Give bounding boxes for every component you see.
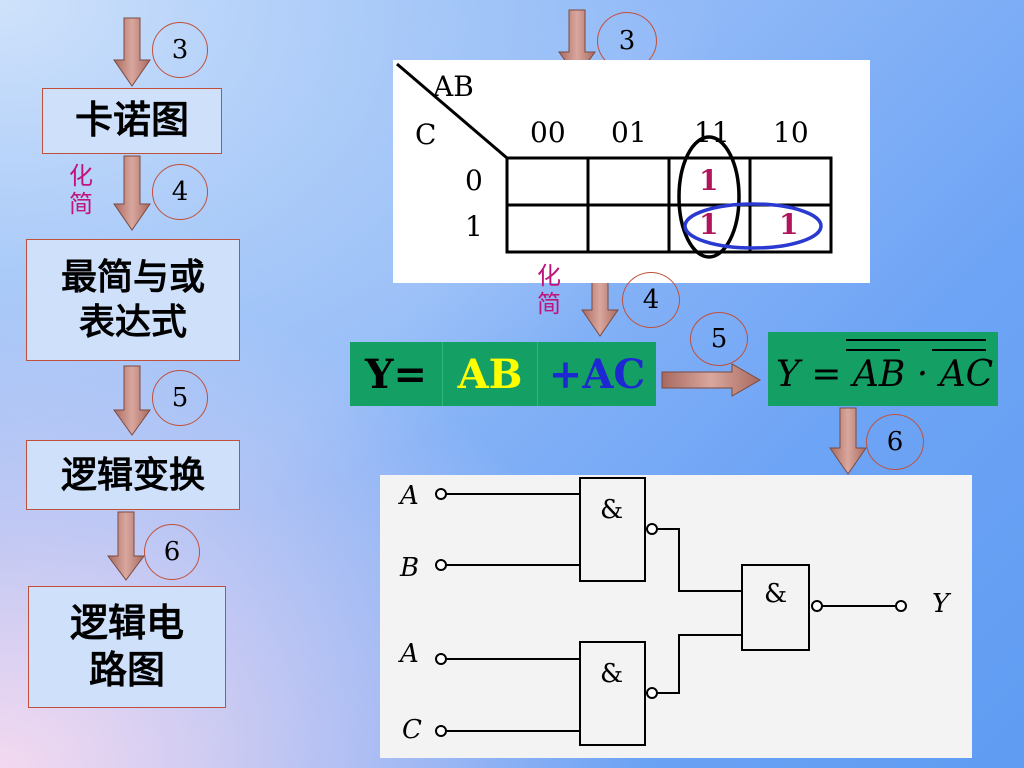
kmap-grid — [396, 62, 833, 259]
down-arrow-icon — [113, 365, 151, 436]
logic-transform-step-box: 逻辑变换 — [26, 440, 240, 510]
kmap-panel: AB C 00 01 11 10 0 1 1 1 1 — [393, 60, 870, 283]
nand-expression-text: Y = AB · AC — [776, 354, 994, 395]
input-label-a2: A — [400, 639, 419, 669]
step-number-4: 4 — [152, 164, 208, 220]
input-label-a: A — [400, 481, 419, 511]
circuit-wires — [435, 477, 907, 746]
step-number-5-transform: 5 — [690, 312, 748, 366]
down-arrow-icon — [107, 511, 145, 581]
expr-term-ab: AB — [443, 342, 538, 406]
down-arrow-icon — [113, 17, 151, 87]
kmap-row-header: 1 — [465, 210, 483, 243]
kmap-cell: 1 — [699, 164, 719, 197]
step-number-4-expr: 4 — [622, 272, 680, 328]
kmap-step-box: 卡诺图 — [42, 88, 222, 154]
kmap-var-c: C — [415, 118, 437, 151]
overbars — [846, 339, 986, 351]
output-label-y: Y — [932, 589, 950, 619]
group-ellipse-ac — [683, 202, 823, 250]
kmap-col-header: 00 — [530, 116, 566, 149]
kmap-var-ab: AB — [433, 70, 474, 103]
down-arrow-icon — [829, 407, 867, 475]
nand-gate-1-symbol: & — [600, 495, 624, 525]
kmap-cell: 1 — [779, 208, 799, 241]
nand-expression: Y = AB · AC — [768, 332, 998, 406]
nand-gate-2-symbol: & — [600, 659, 624, 689]
simplify-label-middle: 化 简 — [537, 262, 561, 318]
expr-term-ac: +AC — [548, 350, 646, 398]
simplest-sop-step-box: 最简与或 表达式 — [26, 239, 240, 361]
kmap-cell: 1 — [699, 208, 719, 241]
step-number-6: 6 — [144, 524, 200, 580]
simplify-label: 化 简 — [69, 162, 93, 218]
expr-y-equals: Y= — [350, 342, 443, 406]
sop-expression: Y= AB +AC — [350, 342, 656, 406]
group-ellipse-ab — [677, 135, 741, 259]
nand-gate-3-symbol: & — [764, 579, 788, 609]
down-arrow-icon — [113, 155, 151, 231]
step-number-5: 5 — [152, 370, 208, 426]
kmap-col-header: 10 — [773, 116, 809, 149]
input-label-b: B — [400, 553, 420, 583]
kmap-row-header: 0 — [465, 164, 483, 197]
input-label-c: C — [402, 715, 422, 745]
step-number-6-circuit: 6 — [866, 414, 924, 470]
kmap-col-header: 01 — [611, 116, 647, 149]
step-number-3: 3 — [152, 22, 208, 78]
kmap-col-header: 11 — [694, 116, 730, 149]
circuit-panel: A B A C & & & Y — [380, 475, 972, 758]
right-arrow-icon — [661, 363, 762, 397]
logic-circuit-step-box: 逻辑电 路图 — [28, 586, 226, 708]
